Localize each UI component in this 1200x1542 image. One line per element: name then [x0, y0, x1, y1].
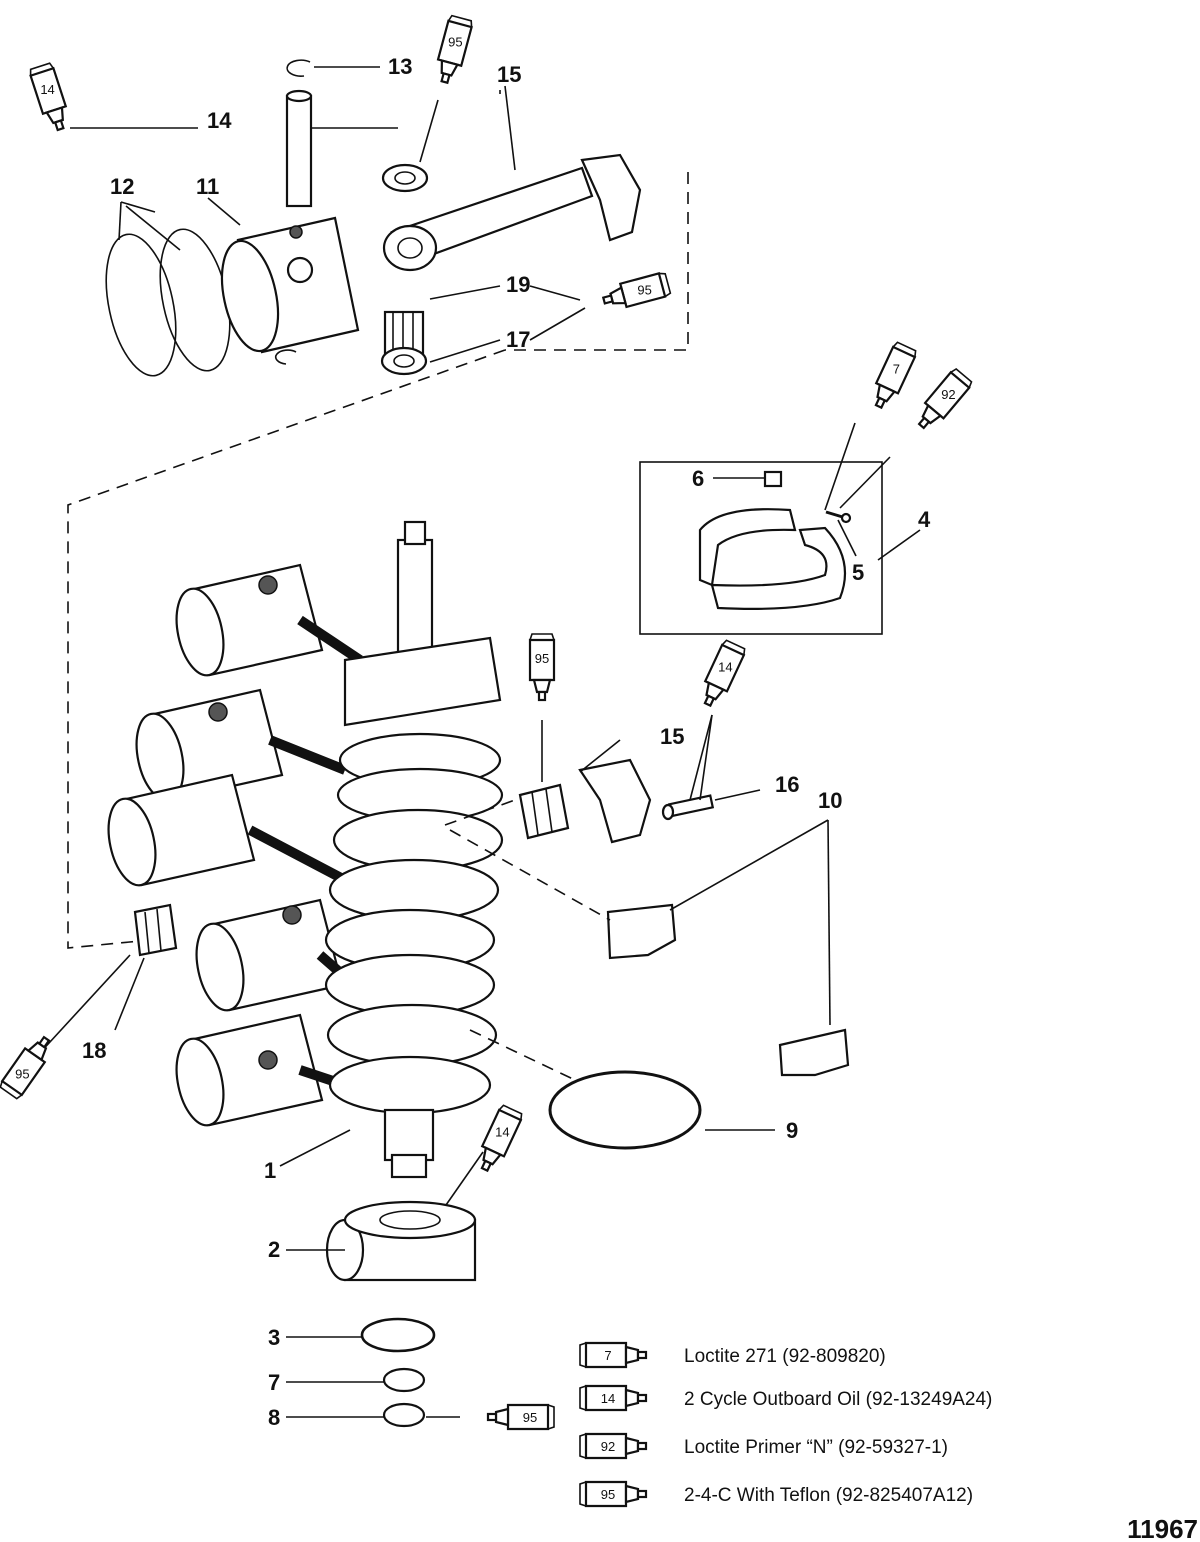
- rod-cap-bolt: [661, 794, 715, 821]
- callout-3: 3: [268, 1325, 280, 1350]
- legend-tube-7: 7: [578, 1341, 648, 1369]
- crankpin-needle-bearing: [133, 903, 178, 957]
- lubricant-tube-14-top: 14: [27, 61, 74, 134]
- snap-ring-3: [360, 1317, 436, 1353]
- oil-seal-7: [382, 1367, 426, 1393]
- callout-16: 16: [775, 772, 799, 797]
- svg-text:95: 95: [637, 283, 651, 298]
- callout-6: 6: [692, 466, 704, 491]
- lubricant-tube-95-mid: 95: [528, 632, 556, 702]
- svg-text:95: 95: [601, 1487, 615, 1502]
- callout-8: 8: [268, 1405, 280, 1430]
- ball-bearing: [325, 1200, 477, 1282]
- assembled-piston-5: [175, 1013, 324, 1127]
- svg-text:7: 7: [893, 361, 900, 376]
- callout-14-top: 14: [207, 108, 232, 133]
- thrust-washer-lower: [380, 346, 428, 376]
- assembled-piston-1: [175, 563, 324, 677]
- callout-12: 12: [110, 174, 134, 199]
- svg-text:14: 14: [495, 1124, 509, 1139]
- legend-text-14: 2 Cycle Outboard Oil (92-13249A24): [684, 1389, 992, 1410]
- center-bearing-cage: [518, 783, 570, 840]
- main-bearing-half-lower: [778, 1028, 850, 1077]
- assembly-dashed-outline: [67, 172, 689, 949]
- rod-cap: [578, 758, 652, 844]
- main-bearing-half-upper: [606, 903, 677, 960]
- washer-8: [382, 1402, 426, 1428]
- callout-1: 1: [264, 1158, 276, 1183]
- ring-detail-box: [639, 461, 883, 635]
- lubricant-tube-14-bearing: 14: [472, 1103, 525, 1176]
- lubricant-tube-95-bottom: 95: [486, 1403, 556, 1431]
- connecting-rod: [382, 153, 642, 272]
- legend-text-7: Loctite 271 (92-809820): [684, 1346, 886, 1367]
- thrust-washer-upper: [381, 163, 429, 193]
- svg-text:7: 7: [604, 1348, 611, 1363]
- legend-text-92: Loctite Primer “N” (92-59327-1): [684, 1437, 948, 1458]
- callout-9: 9: [786, 1118, 798, 1143]
- svg-text:95: 95: [448, 34, 462, 49]
- svg-text:14: 14: [40, 82, 54, 97]
- ring-nut: [763, 470, 783, 488]
- crankshaft-assembly: [107, 520, 504, 1179]
- svg-text:14: 14: [601, 1391, 615, 1406]
- callout-15-mid: 15: [660, 724, 684, 749]
- piston-pin: [285, 89, 313, 208]
- legend-tube-95: 95: [578, 1480, 648, 1508]
- callout-10: 10: [818, 788, 842, 813]
- retaining-clip-13: [286, 59, 311, 77]
- svg-text:92: 92: [941, 387, 955, 402]
- svg-text:14: 14: [718, 659, 732, 674]
- callout-15-top: 15: [497, 62, 521, 87]
- callout-17: 17: [506, 327, 530, 352]
- callout-4: 4: [918, 507, 931, 532]
- legend-tube-92: 92: [578, 1432, 648, 1460]
- piston: [220, 216, 360, 354]
- svg-text:95: 95: [523, 1410, 537, 1425]
- callout-13: 13: [388, 54, 412, 79]
- lubricant-tube-95-left: 95: [0, 1030, 58, 1101]
- callout-7: 7: [268, 1370, 280, 1395]
- primer-tube-92: 92: [911, 366, 975, 435]
- legend-tube-14: 14: [578, 1384, 648, 1412]
- legend: 7 Loctite 271 (92-809820) 14 2 Cycle Out…: [578, 1341, 992, 1508]
- assembled-piston-2: [135, 688, 284, 802]
- lubricant-tube-14-mid: 14: [695, 638, 748, 711]
- piston-ring-1: [105, 233, 177, 377]
- callout-11: 11: [196, 174, 219, 199]
- callout-2: 2: [268, 1237, 280, 1262]
- svg-text:95: 95: [15, 1066, 29, 1081]
- lubricant-tube-95-rod: 95: [599, 270, 673, 314]
- callout-18: 18: [82, 1038, 106, 1063]
- lubricant-tube-95-top: 95: [431, 13, 475, 87]
- callout-5: 5: [852, 560, 864, 585]
- legend-text-95: 2-4-C With Teflon (92-825407A12): [684, 1485, 973, 1506]
- retaining-ring-9: [548, 1070, 702, 1150]
- adhesive-tube-7: 7: [866, 340, 919, 413]
- retaining-clip-lower: [274, 349, 297, 365]
- svg-text:95: 95: [535, 651, 549, 666]
- assembled-piston-3: [107, 773, 256, 887]
- svg-text:92: 92: [601, 1439, 615, 1454]
- split-bearing-ring: [698, 508, 847, 610]
- figure-number: 11967: [1127, 1514, 1198, 1542]
- callout-19: 19: [506, 272, 530, 297]
- ring-screw: [825, 510, 852, 524]
